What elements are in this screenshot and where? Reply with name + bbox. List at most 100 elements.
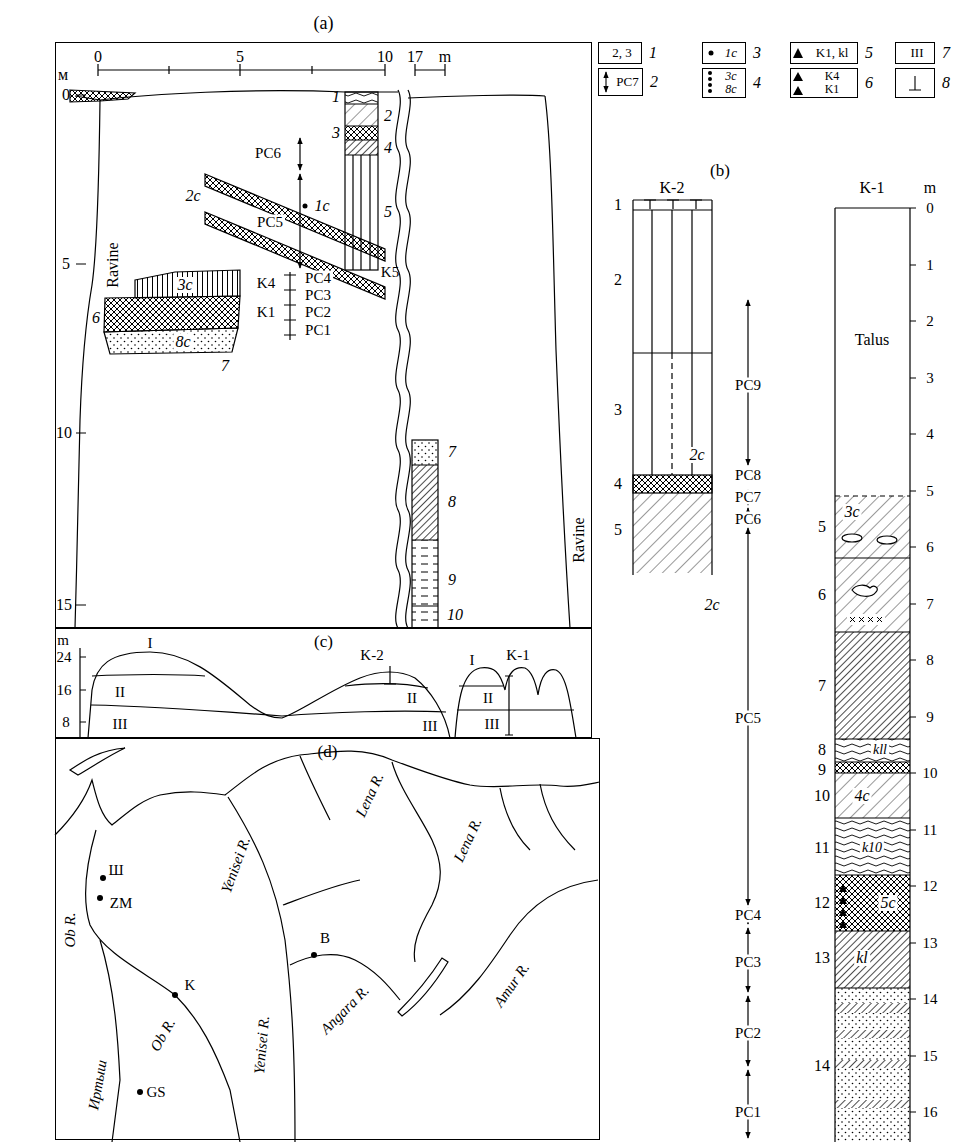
depth-number: 10 (923, 766, 938, 781)
sample-dot (303, 204, 308, 209)
terrace-boundary (92, 675, 205, 677)
section-mark (505, 676, 513, 735)
island (70, 748, 125, 775)
section-profile (345, 126, 378, 140)
axis-number: 8 (62, 715, 70, 730)
depth-number: 8 (926, 653, 934, 668)
sample-label: 3c (175, 277, 194, 293)
layer-number: 7 (448, 444, 456, 460)
terrace-number: III (423, 719, 438, 734)
legend-sample-text: 2, 3 (612, 46, 632, 60)
river-name: Lena R. (451, 816, 484, 865)
cycle-label: PC3 (305, 288, 331, 303)
section-profile (345, 92, 378, 104)
section-columns (835, 762, 910, 773)
section-columns (835, 558, 910, 988)
section-name: K-1 (506, 648, 529, 663)
section-columns (835, 931, 910, 988)
layer-number: 8 (448, 494, 456, 510)
section-columns (835, 1013, 910, 1030)
terrace-boundary (459, 685, 503, 686)
site-name: ZM (110, 896, 133, 911)
legend-symbol (708, 71, 712, 93)
level-ladder (284, 272, 296, 340)
legend-number: 6 (865, 75, 873, 92)
cycle-label: PC4 (303, 271, 333, 286)
layer-band (104, 328, 238, 354)
river-name: Yenisei R. (252, 1015, 272, 1075)
legend-number: 8 (942, 75, 950, 92)
cycle-label: PC2 (305, 305, 331, 320)
axis-number: 24 (57, 650, 72, 665)
layer-number: 4 (614, 476, 622, 492)
section-columns (835, 558, 910, 632)
section-columns (835, 818, 910, 875)
section-columns (847, 614, 885, 625)
river-name: Angara R. (318, 983, 372, 1037)
cycle-label: PC9 (733, 378, 763, 393)
site-dot (97, 875, 317, 1095)
cycle-arrow (299, 138, 300, 170)
site-name: Ш (108, 863, 123, 878)
soil-cap (70, 90, 135, 102)
legend-number: 7 (942, 45, 950, 62)
cycle-label: PC6 (733, 512, 763, 527)
depth-number: 3 (926, 371, 934, 386)
layer-number: 14 (814, 1058, 830, 1074)
panel-heading: (d) (318, 743, 338, 761)
river-name: Иртыш (86, 1059, 110, 1111)
cross-marks (850, 617, 882, 622)
layer-band (104, 296, 240, 332)
section-columns (835, 496, 910, 558)
legend-box: 2, 31 (598, 42, 642, 64)
cliff-face (545, 96, 570, 628)
layer-number: 6 (818, 587, 826, 603)
legend-symbol (709, 51, 714, 56)
layer-number: 5 (384, 204, 392, 220)
lake (398, 958, 448, 1016)
legend-symbol (605, 72, 606, 92)
axis-number: 16 (57, 683, 72, 698)
sample-label: 3c (842, 504, 861, 520)
layer-number: 9 (818, 762, 826, 778)
cycle-label: PC5 (255, 215, 285, 230)
section-name: K-2 (660, 180, 685, 196)
legend-number: 4 (753, 75, 761, 92)
site-dot (97, 895, 103, 901)
sample-label: 5c (878, 895, 897, 911)
panel-label: (b) (710, 162, 730, 179)
sample-label: k10 (860, 841, 884, 855)
level-label: K1 (257, 305, 275, 320)
panel-frame: (c) (55, 628, 592, 738)
soil-mark (644, 200, 702, 209)
depth-number: 12 (923, 879, 938, 894)
section-columns (835, 1100, 910, 1108)
section-profile (345, 140, 378, 155)
river (86, 830, 240, 1142)
cycle-label: PC1 (305, 323, 331, 338)
terrace-number: II (407, 691, 417, 706)
layer-number: 10 (814, 788, 830, 804)
legend-sample-text: K1, kl (816, 46, 849, 60)
cycle-label: PC8 (733, 468, 763, 483)
terrace-boundary (457, 709, 574, 710)
depth-ticks (910, 208, 916, 1112)
terrace-number: II (483, 691, 493, 706)
river-name: Amur R. (492, 960, 533, 1010)
scale-number: 5 (236, 49, 244, 65)
site-dot (311, 952, 317, 958)
coastline (55, 751, 600, 835)
layer-number: 13 (814, 950, 830, 966)
place-label: Ravine (105, 242, 121, 287)
sample-label: 2c (687, 447, 706, 463)
legend-box: PC72 (598, 68, 643, 96)
section-mark (384, 666, 396, 684)
legend-box: 3c 8c4 (702, 68, 746, 98)
terrace-number: III (485, 717, 500, 732)
river-name: Lena R. (353, 771, 386, 820)
legend-symbol (793, 48, 803, 58)
layer-number: 1 (332, 89, 340, 105)
river (500, 788, 530, 850)
axis-unit: м (58, 67, 68, 83)
